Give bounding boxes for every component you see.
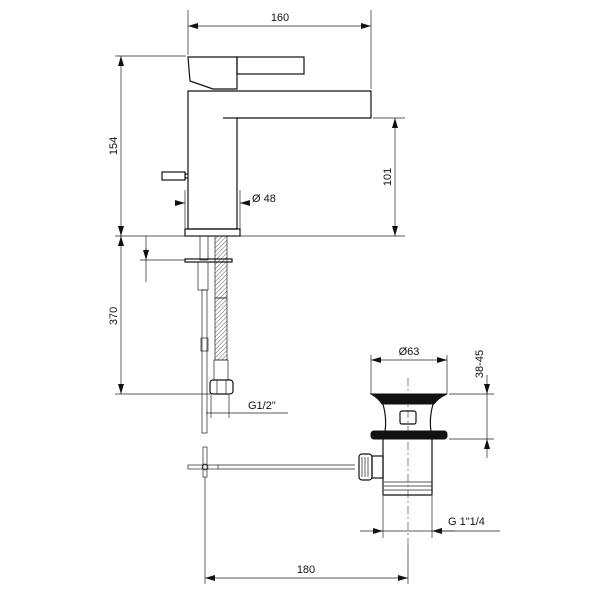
dimension-g114: G 1"1/4: [360, 496, 500, 538]
dimension-label-height: 154: [108, 137, 120, 155]
faucet-base: [184, 228, 241, 237]
dimension-label-drain-thread: G 1"1/4: [448, 516, 485, 528]
hose-nut: [209, 379, 234, 395]
dimension-label-hose: 370: [108, 307, 120, 325]
dimension-48: Ø 48: [175, 190, 276, 229]
dimension-63: Ø63: [370, 346, 448, 394]
supply-hoses: [184, 235, 234, 434]
dimension-label-connection: G1/2": [248, 400, 276, 412]
mounting-plate: [184, 258, 233, 263]
dimension-370: 370: [108, 236, 212, 395]
rod-connector: [358, 453, 373, 481]
drain-assembly: [358, 378, 448, 545]
dimension-g12: G1/2": [206, 395, 288, 418]
spout-body: [187, 90, 372, 230]
dimension-label-rod: 180: [297, 564, 315, 576]
dimension-plate: [140, 236, 185, 282]
dimension-101: 101: [373, 117, 405, 236]
dimension-38-45: 38-45: [449, 350, 494, 458]
dimension-160: 160: [187, 10, 372, 89]
handle-base: [187, 56, 238, 90]
dimension-label-drain-diameter: Ø63: [399, 346, 420, 358]
dimension-154: 154: [108, 55, 186, 236]
dimension-180: 180: [205, 545, 409, 584]
dimension-label-drain-height: 38-45: [474, 350, 486, 378]
pop-up-knob: [161, 171, 186, 181]
dimension-label-width: 160: [271, 12, 289, 24]
pop-up-rod: [187, 446, 355, 584]
faucet-body: [161, 56, 372, 237]
dimension-label-spout: 101: [382, 168, 394, 186]
lever-handle: [236, 56, 305, 75]
dimension-label-base: Ø 48: [252, 193, 276, 205]
